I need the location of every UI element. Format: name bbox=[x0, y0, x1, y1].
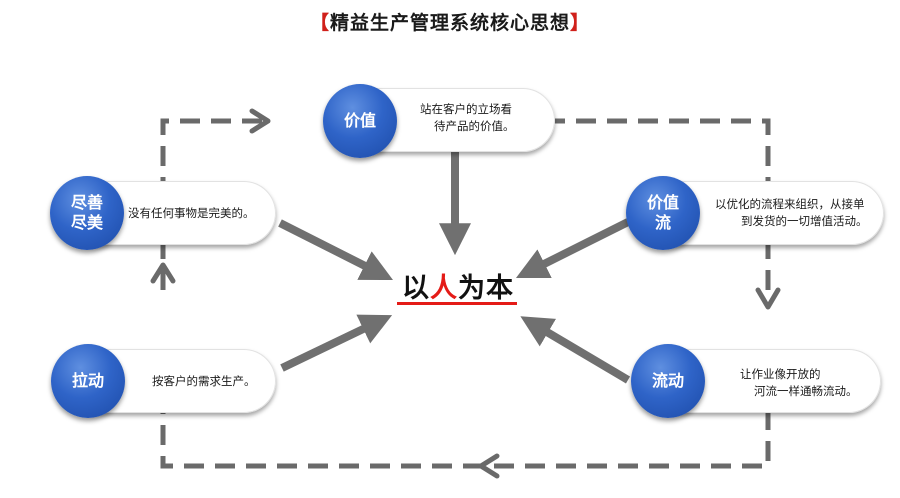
node-value-label: 价值 bbox=[343, 111, 376, 130]
node-valuestream-label-line1: 价值 bbox=[646, 193, 679, 212]
node-flow-desc-line2: 河流一样通畅流动。 bbox=[754, 384, 858, 398]
center-part1: 以 bbox=[402, 273, 430, 304]
node-perfection-circle: 尽善 尽美 bbox=[50, 176, 124, 250]
node-pull-desc-line1: 按客户的需求生产。 bbox=[152, 374, 256, 388]
node-perfection-desc-line1: 没有任何事物是完美的。 bbox=[128, 206, 255, 220]
node-valuestream-desc-line1: 以优化的流程来组织，从接单 bbox=[715, 197, 865, 211]
loop-arrowhead-down bbox=[755, 287, 781, 310]
node-valuestream-circle: 价值 流 bbox=[626, 176, 700, 250]
node-pull-circle: 拉动 bbox=[51, 344, 125, 418]
arrow-pull-to-center bbox=[280, 314, 393, 372]
node-valuestream-desc: 以优化的流程来组织，从接单 到发货的一切增值活动。 bbox=[715, 196, 868, 230]
node-perfection-label-line2: 尽美 bbox=[70, 213, 103, 232]
loop-top-right-segment bbox=[545, 118, 771, 296]
loop-bottom-segment bbox=[160, 410, 771, 469]
center-part2: 为本 bbox=[458, 273, 514, 304]
arrow-flow-to-center bbox=[520, 316, 631, 384]
diagram-title: 【精益生产管理系统核心思想】 bbox=[0, 8, 900, 35]
node-perfection-label-line1: 尽善 bbox=[70, 193, 103, 212]
title-open-bracket: 【 bbox=[309, 12, 330, 34]
node-valuestream-desc-line2: 到发货的一切增值活动。 bbox=[741, 214, 868, 228]
title-close-bracket: 】 bbox=[570, 12, 591, 34]
arrow-perfection-to-center bbox=[278, 219, 393, 281]
arrow-valuestream-to-center bbox=[515, 218, 630, 279]
node-flow-desc: 让作业像开放的 河流一样通畅流动。 bbox=[740, 366, 858, 400]
loop-arrowhead-up bbox=[150, 262, 176, 284]
loop-top-left-segment bbox=[160, 118, 262, 290]
node-flow-desc-line1: 让作业像开放的 bbox=[740, 367, 821, 381]
node-value-desc: 站在客户的立场看 待产品的价值。 bbox=[420, 101, 515, 135]
node-value-desc-line1: 站在客户的立场看 bbox=[420, 102, 512, 116]
center-highlight: 人 bbox=[430, 273, 458, 304]
title-text: 精益生产管理系统核心思想 bbox=[329, 12, 570, 34]
center-underline bbox=[397, 302, 517, 305]
node-flow-label: 流动 bbox=[651, 371, 684, 390]
center-core-idea: 以人为本 bbox=[395, 266, 521, 305]
node-pull-desc: 按客户的需求生产。 bbox=[152, 373, 256, 390]
dashed-cycle-loop bbox=[160, 118, 771, 469]
node-perfection-desc: 没有任何事物是完美的。 bbox=[128, 205, 255, 222]
node-value-circle: 价值 bbox=[323, 84, 397, 158]
loop-arrowhead-right bbox=[249, 108, 271, 134]
node-value-desc-line2: 待产品的价值。 bbox=[434, 119, 515, 133]
node-flow-circle: 流动 bbox=[631, 344, 705, 418]
loop-arrowhead-left bbox=[478, 453, 500, 479]
node-valuestream-label-line2: 流 bbox=[654, 213, 671, 232]
node-pull-label: 拉动 bbox=[71, 371, 104, 390]
